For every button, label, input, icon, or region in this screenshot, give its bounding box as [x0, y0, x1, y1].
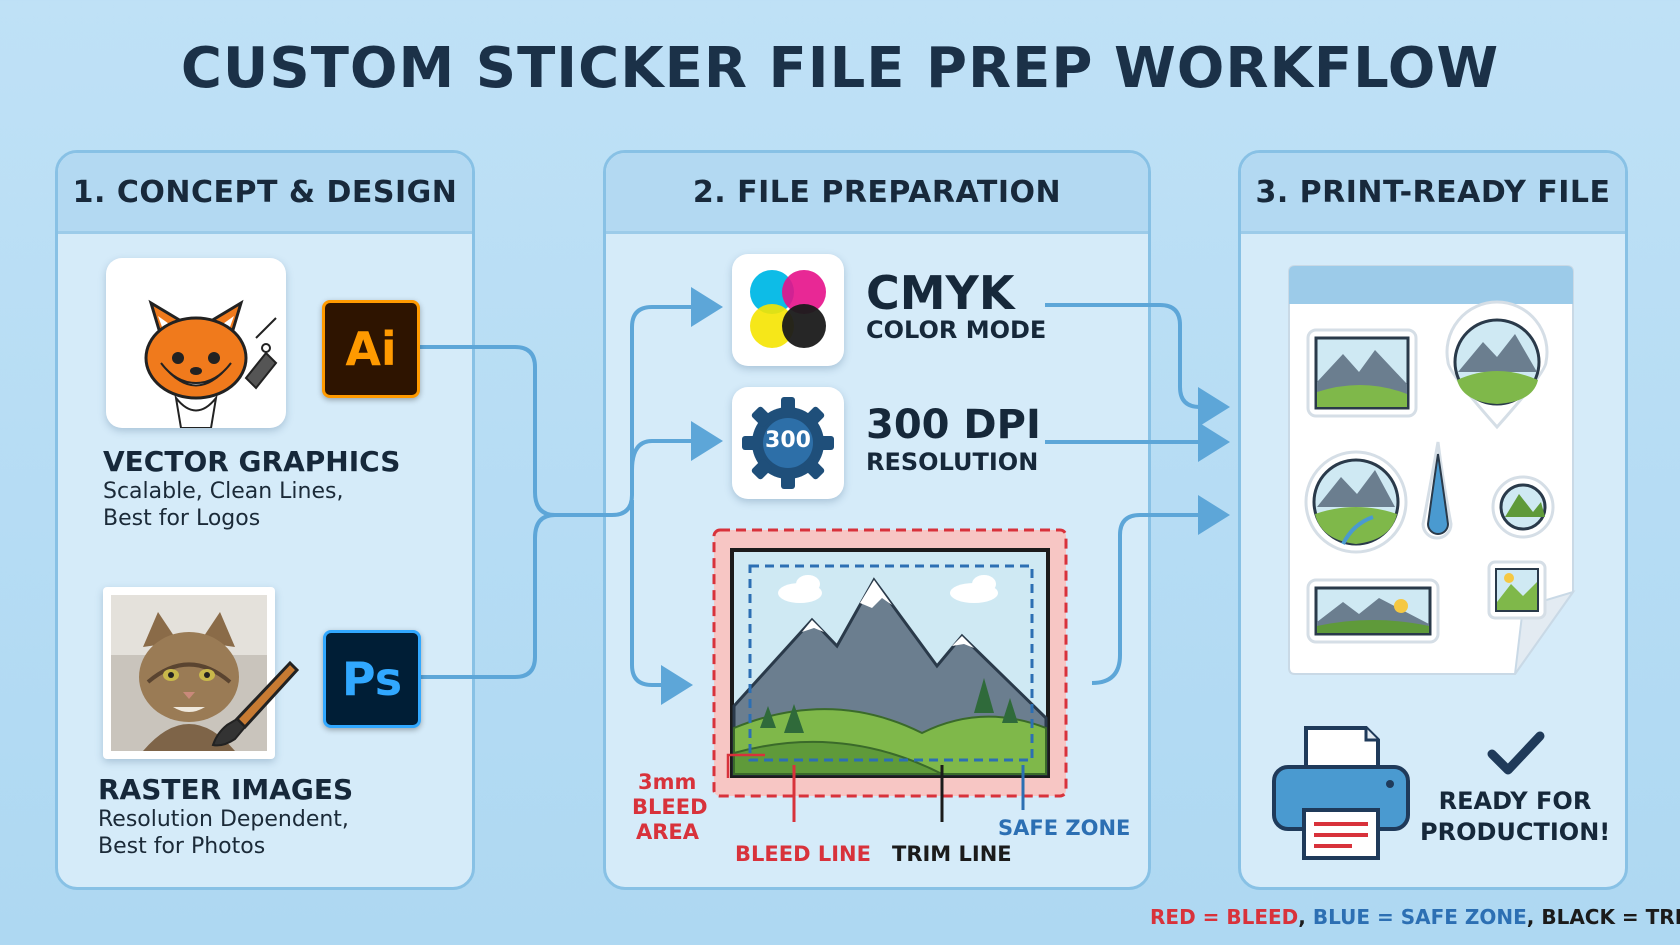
cmyk-subtitle: COLOR MODE	[866, 316, 1046, 344]
raster-images-desc-line2: Best for Photos	[98, 833, 265, 861]
sticker-sheet	[1283, 262, 1583, 682]
legend-blue: BLUE = SAFE ZONE	[1313, 905, 1527, 929]
sticker-small-square	[1489, 562, 1545, 618]
printer-icon	[1266, 722, 1416, 862]
sticker-rect-landscape	[1308, 330, 1416, 416]
cmyk-card	[732, 254, 844, 366]
cmyk-circles-icon	[732, 254, 844, 366]
vector-graphics-desc-line2: Best for Logos	[103, 505, 260, 533]
vector-graphics-desc-line1: Scalable, Clean Lines,	[103, 478, 343, 506]
color-legend: RED = BLEED, BLUE = SAFE ZONE, BLACK = T…	[1150, 905, 1680, 929]
bleed-area-label-line2: BLEED	[632, 795, 708, 819]
sticker-wide-landscape	[1308, 580, 1438, 642]
dpi-title: 300 DPI	[866, 402, 1041, 448]
dpi-subtitle: RESOLUTION	[866, 448, 1038, 476]
trim-line-label: TRIM LINE	[892, 842, 1012, 866]
sticker-circle-landscape	[1306, 452, 1406, 552]
photoshop-logo-icon: Ps	[323, 630, 421, 728]
raster-images-desc-line1: Resolution Dependent,	[98, 806, 349, 834]
sticker-small-circle	[1493, 477, 1553, 537]
legend-black: BLACK = TRIM	[1541, 905, 1680, 929]
vector-fox-card	[106, 258, 286, 428]
panel-heading: 1. CONCEPT & DESIGN	[58, 153, 472, 234]
page-title: CUSTOM STICKER FILE PREP WORKFLOW	[0, 36, 1680, 101]
ready-line1: READY FOR	[1420, 787, 1610, 815]
illustrator-logo-icon: Ai	[322, 300, 420, 398]
legend-red: RED = BLEED	[1150, 905, 1298, 929]
fox-mascot-icon	[106, 258, 286, 428]
safe-zone-label: SAFE ZONE	[998, 816, 1130, 840]
legend-separator: ,	[1527, 905, 1542, 929]
bleed-line-label: BLEED LINE	[735, 842, 871, 866]
dpi-badge-text: 300	[732, 428, 844, 453]
legend-separator: ,	[1298, 905, 1313, 929]
vector-graphics-title: VECTOR GRAPHICS	[103, 445, 400, 478]
bleed-area-label-line1: 3mm	[638, 770, 696, 794]
panel-heading: 2. FILE PREPARATION	[606, 153, 1148, 234]
checkmark-icon	[1486, 730, 1546, 780]
raster-images-title: RASTER IMAGES	[98, 773, 353, 806]
panel-heading: 3. PRINT-READY FILE	[1241, 153, 1625, 234]
bleed-area-label-line3: AREA	[636, 820, 699, 844]
ready-line2: PRODUCTION!	[1420, 818, 1610, 846]
dpi-card: 300	[732, 387, 844, 499]
paintbrush-icon	[205, 655, 305, 755]
cmyk-title: CMYK	[866, 266, 1015, 320]
